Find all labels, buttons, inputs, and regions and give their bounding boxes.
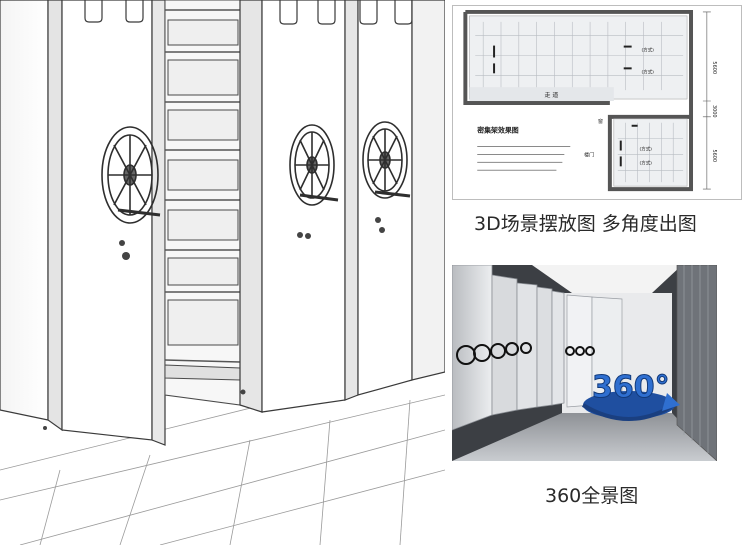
corridor-label: 走 道 [545,91,559,99]
lock-icon [43,217,385,430]
gate-label: 楼门 [584,151,594,158]
shelving-sketch [0,0,445,545]
hand-wheel-icon [289,124,339,206]
room-label: (方式) [640,146,653,153]
open-shelf-bay [164,0,241,406]
panorama-render: 360° [452,265,717,461]
panorama-image: 360° [452,265,717,461]
legend-title: 密集架效果图 [476,126,519,135]
svg-text:5600: 5600 [711,61,717,74]
cabinet-3 [239,0,346,413]
caption-panorama: 360全景图 [545,485,639,507]
cabinet-1 [0,0,63,432]
svg-text:5600: 5600 [711,150,717,163]
floorplan-panel: 5600 3000 5600 走 道 (方式) (方式) (方式) (方式) 窗… [452,5,742,200]
svg-text:3000: 3000 [711,105,717,118]
room-label: (方式) [640,159,653,166]
room-label: (方式) [642,47,655,54]
cabinet-2 [61,0,166,446]
360-badge-icon [581,391,680,421]
360-badge-text: 360° [592,370,670,405]
cabinet-4 [344,0,445,401]
window-label: 窗 [598,118,603,125]
hand-wheel-icon [101,126,161,224]
hand-wheel-icon [362,121,411,199]
room-label: (方式) [642,68,655,75]
floorplan-drawing: 5600 3000 5600 走 道 (方式) (方式) (方式) (方式) 窗… [453,6,741,199]
caption-floorplan: 3D场景摆放图 多角度出图 [474,213,697,235]
